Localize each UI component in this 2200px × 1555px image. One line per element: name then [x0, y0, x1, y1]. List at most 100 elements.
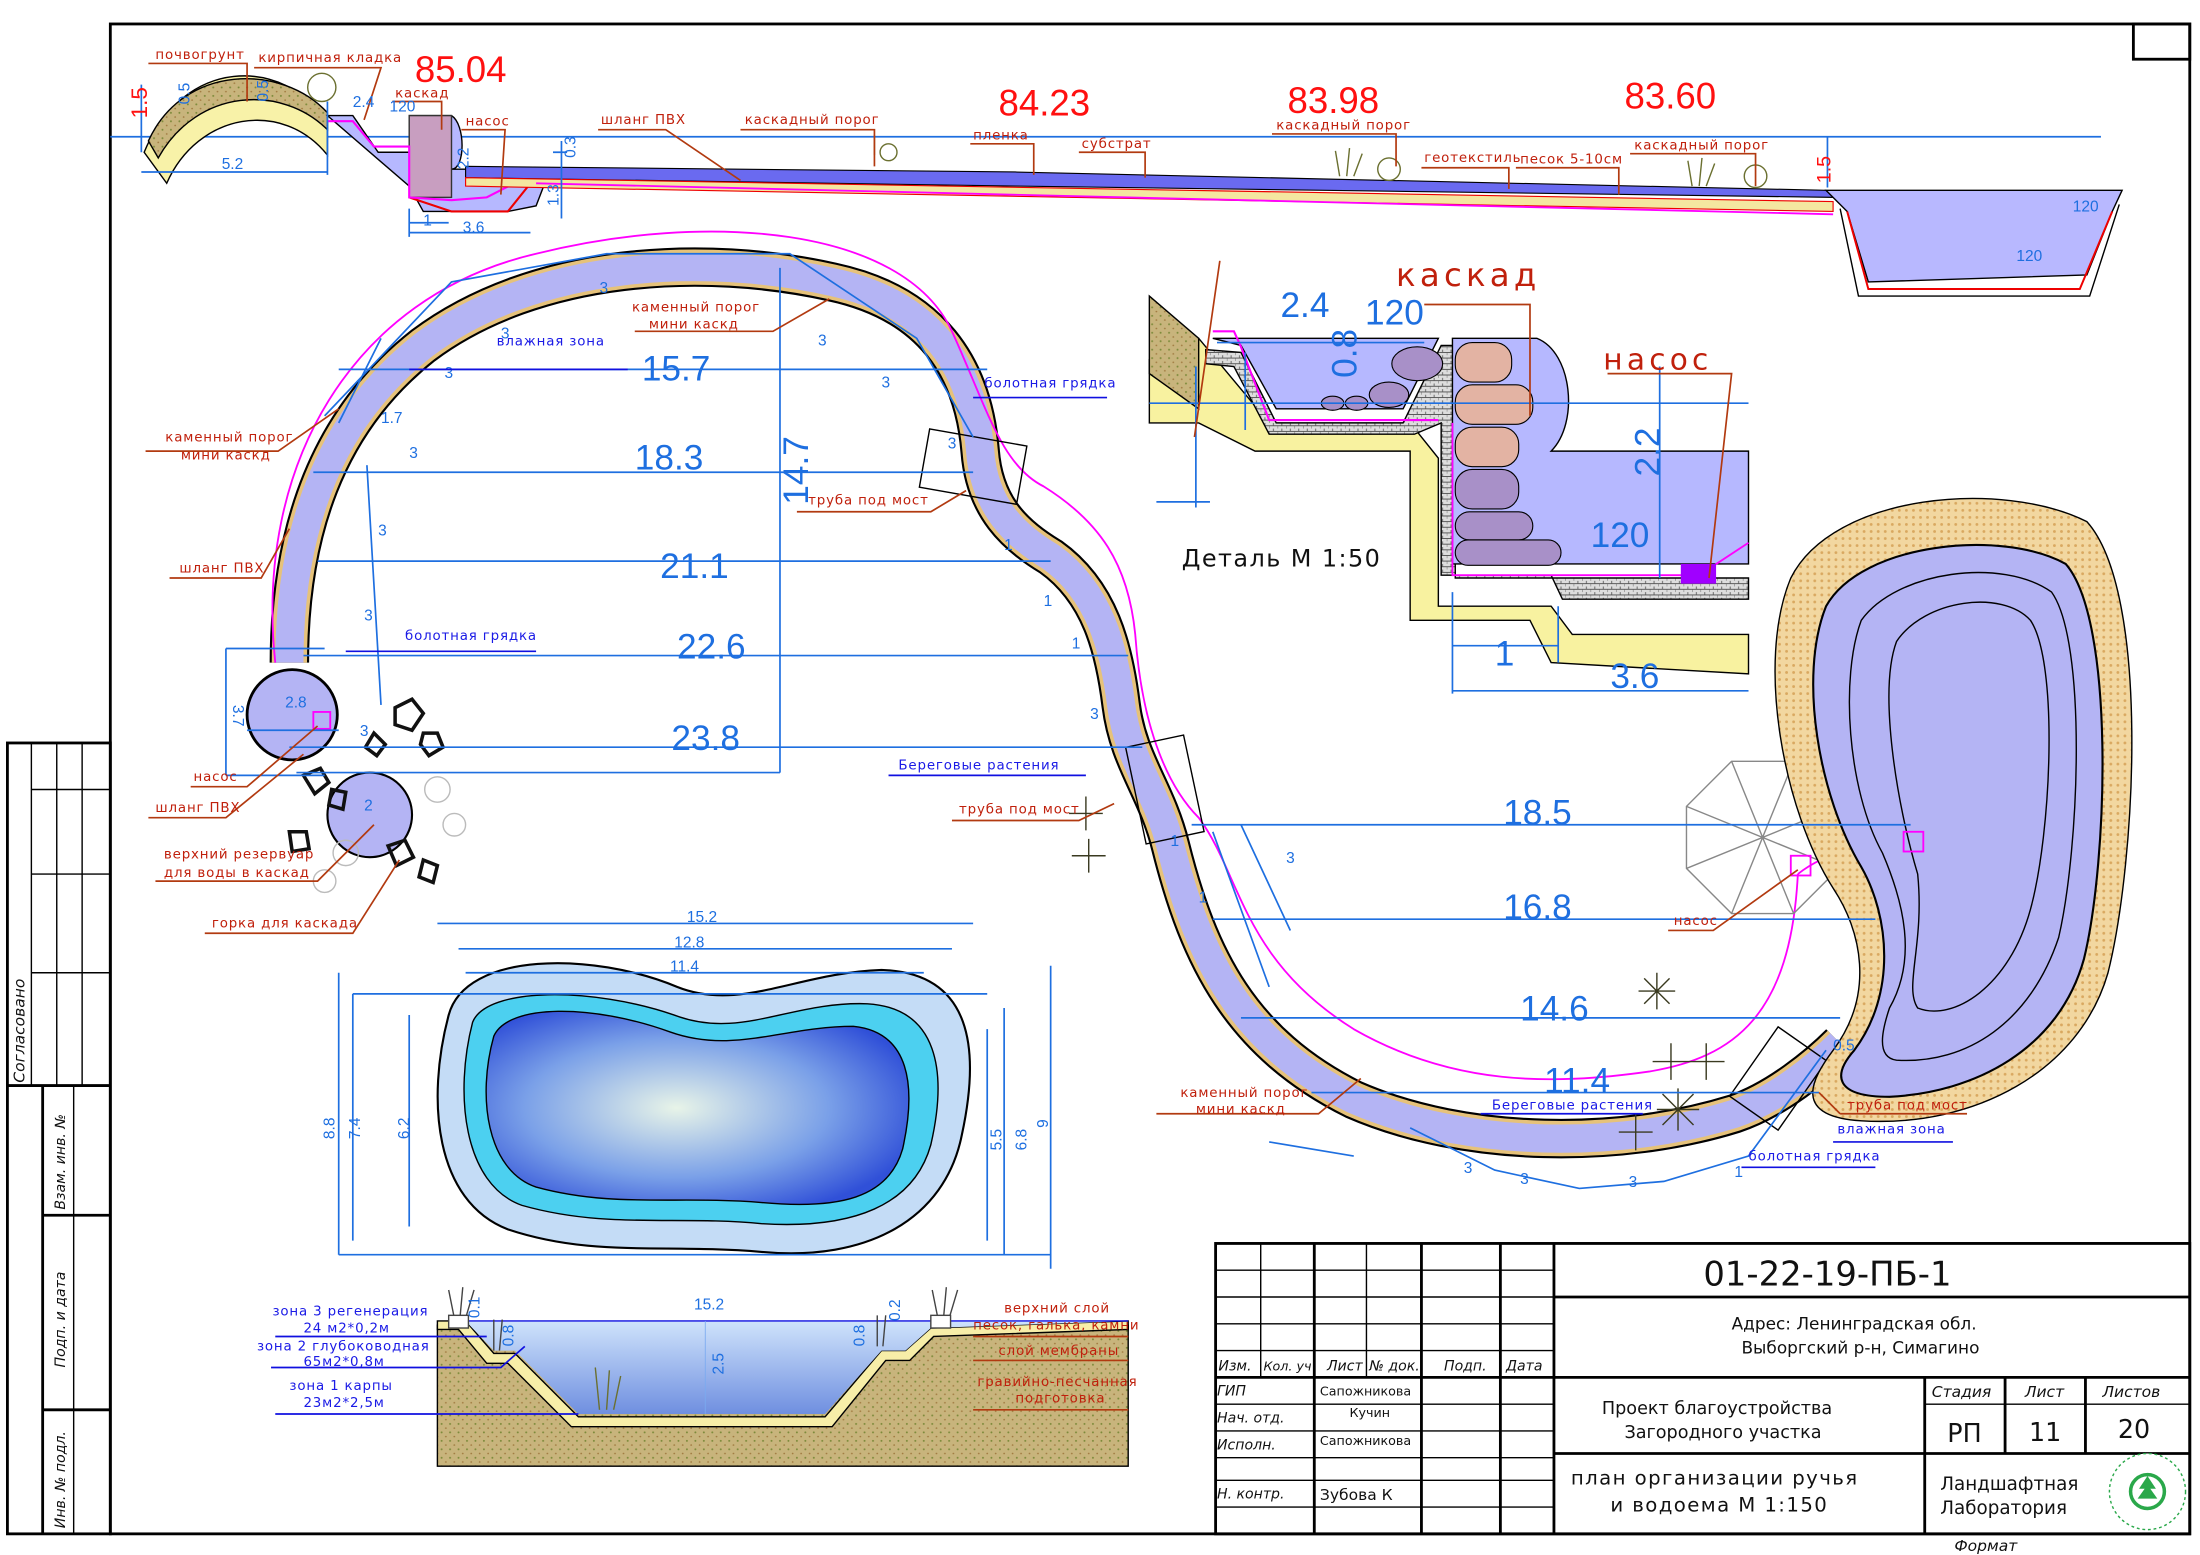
- dim-label: 120: [2016, 248, 2042, 265]
- label-top-layer: песок, галька, камни: [973, 1318, 1139, 1333]
- label-stone-step: каменный порог: [1180, 1086, 1308, 1101]
- hdr-date: Дата: [1505, 1358, 1542, 1374]
- label-bog-bed: болотная грядка: [984, 376, 1116, 392]
- label-cascade: каскад: [1396, 256, 1540, 294]
- stage-label: Стадия: [1932, 1383, 1991, 1401]
- label-stone-step: каменный порог: [632, 301, 760, 316]
- dim-segment: 3: [1286, 850, 1295, 867]
- dim-segment: 3: [1520, 1171, 1529, 1188]
- pond-section: 15.2 0.1 0.8 2.5 0.8 0.2 зона 3 регенера…: [257, 1287, 1139, 1467]
- hdr-izm: Изм.: [1218, 1358, 1251, 1374]
- label-hose: шланг ПВХ: [179, 561, 264, 576]
- plant-icon: [447, 1287, 959, 1410]
- plan-dimensions: 15.7 18.3 21.1 22.6 23.8 14.7 18.5 16.8 …: [225, 252, 1911, 1191]
- hose-line: [271, 230, 1799, 1081]
- zone1-label: зона 1 карпы: [289, 1379, 392, 1394]
- dim-small: 2: [364, 798, 373, 815]
- dim-segment: 1: [1170, 833, 1179, 850]
- dim-label: 120: [1591, 516, 1650, 555]
- dim-label: 0.5: [176, 83, 193, 105]
- dim-label: 6.8: [1014, 1129, 1031, 1151]
- dim-width: 21.1: [660, 547, 729, 586]
- dim-label: 0.3: [563, 136, 580, 158]
- dim-label: 120: [1365, 293, 1424, 332]
- dim-label: 0.8: [852, 1325, 869, 1347]
- dim-width: 11.4: [1544, 1062, 1610, 1101]
- label-pipe-bridge: труба под мост: [959, 801, 1080, 817]
- stream-plan: 15.7 18.3 21.1 22.6 23.8 14.7 18.5 16.8 …: [145, 230, 2133, 1191]
- dim-label: 1: [423, 213, 432, 230]
- label-pump: насос: [1603, 342, 1712, 376]
- dim-label: 2.4: [1280, 286, 1329, 325]
- dim-label: 0.2: [887, 1299, 904, 1321]
- dim-label: 6.2: [396, 1118, 413, 1140]
- pump-icon: [1789, 854, 1812, 877]
- sheet-label: Лист: [2024, 1383, 2065, 1401]
- dim-width: 15.7: [642, 350, 711, 389]
- dim-label: 1.3: [546, 184, 563, 206]
- label-mini-cascade: мини каскд: [181, 449, 271, 464]
- elevation-label: 83.60: [1624, 76, 1716, 117]
- cascade-stones-icon: [1320, 342, 1562, 566]
- label-sand: песок 5-10см: [1520, 153, 1623, 168]
- dim-segment: 3: [1629, 1174, 1638, 1191]
- label-cascade-step: каскадный порог: [745, 113, 880, 128]
- label-cascade-hill: горка для каскада: [212, 917, 358, 932]
- stones-icon: [287, 697, 446, 885]
- dim-label: 1: [1495, 634, 1515, 673]
- dim-label: 2.4: [353, 94, 375, 111]
- dim-label: 15.2: [694, 1297, 724, 1314]
- zone3-value: 24 м2*0,2м: [303, 1321, 389, 1336]
- dim-label: 15.2: [687, 909, 717, 926]
- dim-segment: 3: [364, 607, 373, 624]
- dim-label: 0.8: [1326, 329, 1365, 378]
- dim-label: 0.1: [467, 1297, 484, 1319]
- stream-profile: 85.04 84.23 83.98 83.60 почвогрунт кирпи…: [110, 48, 2124, 297]
- dim-label: 2.2: [1629, 428, 1668, 477]
- pump-icon: [1680, 563, 1717, 584]
- label-upper-reservoir: верхний резервуар: [164, 848, 314, 863]
- label-upper-reservoir: для воды в каскад: [164, 866, 310, 881]
- zone2-label: зона 2 глубоководная: [257, 1339, 430, 1355]
- sheets-value: 20: [2118, 1414, 2150, 1444]
- label-shore-plants: Береговые растения: [1492, 1099, 1653, 1114]
- label-gravel: гравийно-песчанная: [977, 1375, 1137, 1390]
- role-label: Исполн.: [1217, 1437, 1276, 1453]
- zone3-label: зона 3 регенерация: [272, 1304, 428, 1319]
- label-bog-bed: болотная грядка: [1749, 1148, 1881, 1164]
- dim-label: 120: [2073, 198, 2099, 215]
- label-hose: шланг ПВХ: [601, 113, 686, 128]
- dim-segment: 3: [1464, 1160, 1473, 1177]
- cascade-detail: каскад насос Деталь М 1:50 2.4 120 0.8 2…: [1148, 256, 1750, 696]
- dim-segment: 3: [360, 723, 369, 740]
- role-label: Нач. отд.: [1217, 1410, 1285, 1426]
- hdr-sign: Подп.: [1444, 1358, 1487, 1374]
- dim-segment: 1: [1044, 593, 1053, 610]
- label-bog-bed: болотная грядка: [405, 628, 537, 644]
- zone1-value: 23м2*2,5м: [303, 1396, 384, 1411]
- label-pump: насос: [466, 114, 510, 129]
- dim-segment: 1: [1734, 1164, 1743, 1181]
- dim-label: 3.6: [1610, 657, 1659, 696]
- drawing-code: 01-22-19-ПБ-1: [1703, 1255, 1951, 1294]
- label-brick: кирпичная кладка: [258, 51, 402, 66]
- address-line: Выборгский р-н, Симагино: [1741, 1337, 1979, 1357]
- dim-segment: 3: [378, 523, 387, 540]
- label-top-layer: верхний слой: [1004, 1302, 1110, 1317]
- sheets-label: Листов: [2101, 1383, 2160, 1401]
- project-title: Проект благоустройства: [1602, 1399, 1832, 1419]
- plant-icon: [1068, 796, 1725, 1151]
- label-stone-step: каменный порог: [165, 430, 293, 445]
- role-label: Н. контр.: [1217, 1487, 1284, 1503]
- dim-segment: 3: [600, 280, 609, 297]
- dim-width: 18.3: [635, 438, 704, 477]
- label-hose: шланг ПВХ: [155, 801, 240, 816]
- role-label: ГИП: [1217, 1384, 1246, 1400]
- dim-label: 0.5: [255, 80, 272, 102]
- dim-label: 120: [389, 98, 415, 115]
- label-membrane: слой мембраны: [998, 1343, 1119, 1359]
- label-cascade-step: каскадный порог: [1276, 119, 1411, 134]
- dim-label: 0.8: [501, 1325, 518, 1347]
- role-name: Сапожникова: [1320, 1384, 1411, 1399]
- agreed-label: Согласовано: [10, 979, 28, 1083]
